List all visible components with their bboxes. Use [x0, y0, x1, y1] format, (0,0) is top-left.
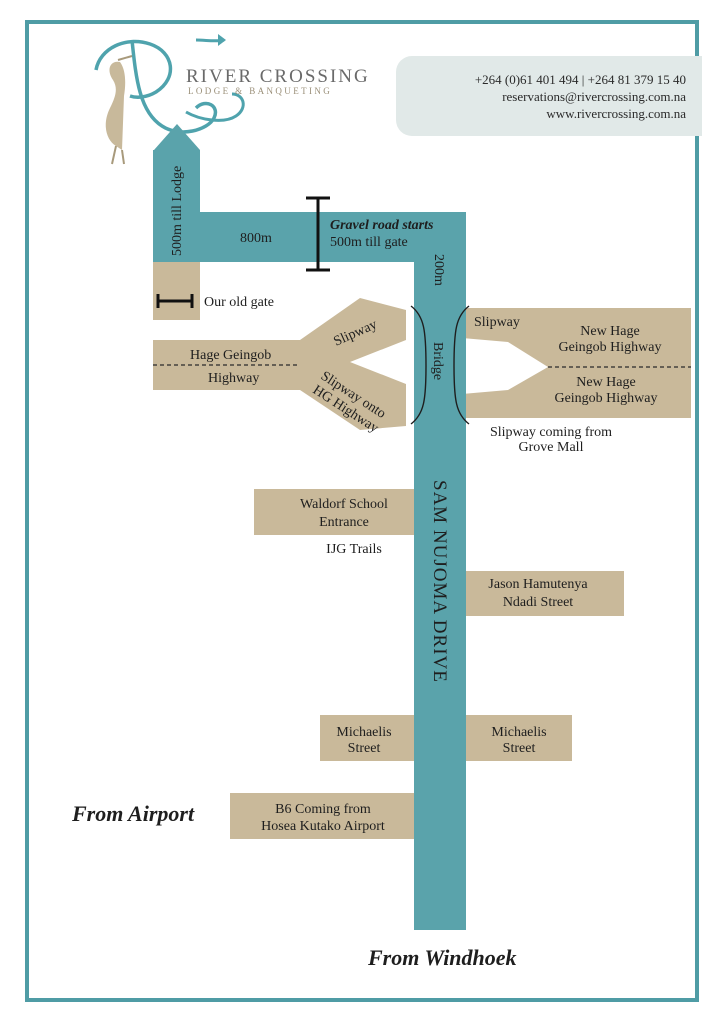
old-gate-road — [153, 262, 200, 320]
label-gravel-road-starts: Gravel road starts — [330, 218, 434, 233]
bridge-bracket-left — [410, 305, 427, 425]
label-bridge: Bridge — [430, 342, 445, 380]
michaelis-street-right-road — [466, 715, 572, 761]
contact-box: +264 (0)61 401 494 | +264 81 379 15 40 r… — [396, 56, 702, 136]
michaelis-street-left-road — [320, 715, 414, 761]
brand-name: RIVER CROSSING — [186, 66, 370, 87]
label-highway: Highway — [208, 371, 259, 386]
label-b6-1: B6 Coming from — [275, 802, 371, 817]
new-hage-geingob-highway-right — [462, 308, 691, 418]
heron-icon — [105, 55, 133, 165]
sam-nujoma-drive-road — [414, 212, 466, 930]
label-waldorf-2: Entrance — [319, 515, 369, 530]
label-michaelis-right-2: Street — [503, 741, 536, 756]
label-500m-till-lodge: 500m till Lodge — [170, 166, 185, 256]
label-michaelis-left-1: Michaelis — [336, 725, 391, 740]
label-new-hage-top-2: Geingob Highway — [558, 340, 661, 355]
label-from-airport: From Airport — [71, 801, 195, 826]
waldorf-school-road — [254, 489, 414, 535]
contact-phones: +264 (0)61 401 494 | +264 81 379 15 40 — [475, 72, 686, 87]
lodge-direction-arrow — [154, 124, 200, 150]
label-michaelis-left-2: Street — [348, 741, 381, 756]
label-new-hage-bottom-1: New Hage — [576, 375, 635, 390]
road-to-lodge — [153, 150, 200, 262]
jason-hamutenya-road — [466, 571, 624, 616]
gravel-gate-marker — [306, 196, 330, 272]
hage-geingob-highway-left — [153, 298, 406, 430]
gravel-road — [153, 212, 466, 262]
old-gate-marker — [156, 294, 194, 308]
label-jason-2: Ndadi Street — [503, 595, 573, 610]
label-hage-geingob: Hage Geingob — [190, 348, 271, 363]
label-from-windhoek: From Windhoek — [367, 945, 517, 970]
label-sam-nujoma-drive: SAM NUJOMA DRIVE — [429, 480, 450, 683]
label-new-hage-top-1: New Hage — [580, 324, 639, 339]
label-800m: 800m — [240, 231, 272, 246]
label-jason-1: Jason Hamutenya — [488, 577, 588, 592]
swirl-r-icon — [94, 34, 245, 134]
contact-website: www.rivercrossing.com.na — [546, 106, 686, 121]
label-slipway-right: Slipway — [474, 315, 520, 330]
bridge-bracket-right — [453, 305, 470, 425]
contact-email: reservations@rivercrossing.com.na — [502, 89, 686, 104]
river-crossing-logo: RIVER CROSSING LODGE & BANQUETING — [94, 34, 370, 165]
label-200m: 200m — [431, 254, 446, 286]
label-slipway-grove-1: Slipway coming from — [490, 425, 612, 440]
label-waldorf-1: Waldorf School — [300, 497, 388, 512]
brand-subtitle: LODGE & BANQUETING — [188, 86, 332, 96]
label-slipway-grove-2: Grove Mall — [519, 440, 584, 455]
b6-road — [230, 793, 414, 839]
label-michaelis-right-1: Michaelis — [491, 725, 546, 740]
label-500m-till-gate: 500m till gate — [330, 235, 408, 250]
label-b6-2: Hosea Kutako Airport — [261, 819, 385, 834]
label-ijg-trails: IJG Trails — [326, 542, 382, 557]
label-new-hage-bottom-2: Geingob Highway — [554, 391, 657, 406]
label-our-old-gate: Our old gate — [204, 295, 274, 310]
